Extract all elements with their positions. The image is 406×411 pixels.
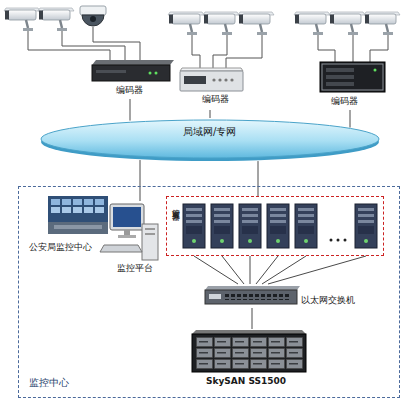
encoder-device <box>92 60 174 81</box>
ellipse-face <box>41 120 379 158</box>
encoder-box: 编码器 <box>88 57 180 99</box>
node-label: 局域网/专网 <box>183 126 236 138</box>
camera-group-right <box>294 12 400 62</box>
node-label: 以太网交换机 <box>301 295 355 306</box>
camera-group-left <box>4 6 140 61</box>
node-label: 编码器 <box>202 94 229 105</box>
storage-box: SkySAN SS1500 <box>186 329 316 391</box>
encoder-box: 编码器 <box>315 58 390 110</box>
server-towers <box>183 204 377 248</box>
video-wall-image <box>48 196 108 234</box>
network-link <box>252 308 253 329</box>
monitor-platform-box: 监控平台 <box>103 201 165 275</box>
encoder-box: 编码器 <box>175 66 250 110</box>
network-link <box>140 160 141 201</box>
switch-device <box>205 286 300 304</box>
server-group-box: 管理服务器 <box>166 196 384 256</box>
switch-box: 以太网交换机 <box>201 284 369 308</box>
node-label: 编码器 <box>331 96 358 107</box>
node-label: 监控中心 <box>29 377 69 389</box>
monitoring-center-region: 监控中心 公安局监控中心监控平台 管理服务器以太网交换机 SkySAN SS1500 <box>18 186 400 398</box>
node-label: 公安局监控中心 <box>29 242 92 253</box>
rack-encoder-device <box>320 62 385 92</box>
storage-device <box>192 330 306 372</box>
node-label: 管理服务器 <box>170 203 180 208</box>
network-link <box>350 110 351 128</box>
computer-illustration <box>100 204 158 260</box>
network-link <box>130 99 131 121</box>
network-link <box>258 161 259 196</box>
node-label: 编码器 <box>116 85 143 96</box>
network-ellipse: 局域网/专网 <box>40 118 380 162</box>
dvr-device <box>180 68 243 91</box>
camera-group-middle <box>168 12 274 69</box>
ellipse-outline <box>40 118 380 162</box>
police-center-box: 公安局监控中心 <box>27 194 101 254</box>
node-label: SkySAN SS1500 <box>206 376 286 387</box>
network-link <box>194 256 366 284</box>
node-label: 监控平台 <box>117 263 153 274</box>
network-link <box>210 110 211 118</box>
